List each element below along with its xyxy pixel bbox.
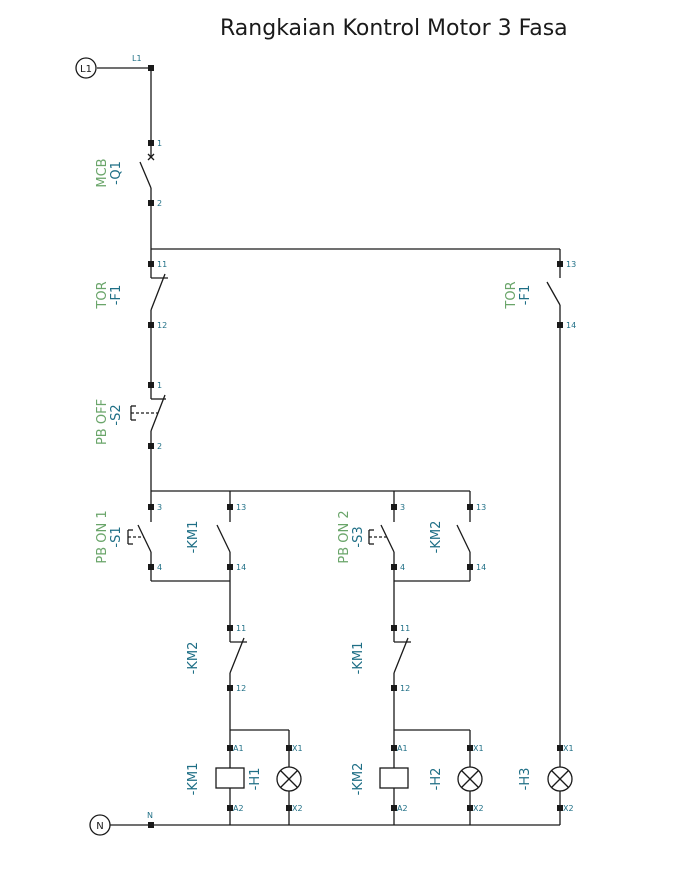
km2-nc-tag-label: -KM2 — [186, 642, 201, 675]
pushbutton-off-s2 — [130, 385, 166, 446]
pushbutton-on-s1 — [127, 507, 152, 567]
f1-function-label: TOR — [95, 281, 110, 309]
pin-label: 12 — [157, 321, 167, 330]
km1-coil-tag-label: -KM1 — [186, 763, 201, 796]
km1-no-tag-label: -KM1 — [186, 521, 201, 554]
h2-tag-label: -H2 — [429, 768, 444, 791]
pin-label: X1 — [473, 744, 484, 753]
f1-function-label: TOR — [504, 281, 519, 309]
pin-label: 13 — [566, 260, 576, 269]
pin-label: A2 — [233, 804, 244, 813]
pin-label: 11 — [400, 624, 410, 633]
indicator-lamp-h2 — [457, 766, 483, 792]
s1-tag-label: -S1 — [109, 526, 124, 547]
km1-nc-tag-label: -KM1 — [351, 642, 366, 675]
km2-no-holding-contact — [456, 507, 471, 567]
diagram-title: Rangkaian Kontrol Motor 3 Fasa — [220, 16, 568, 41]
s3-function-label: PB ON 2 — [337, 510, 352, 563]
indicator-lamp-h1 — [276, 766, 302, 792]
pin-label: 4 — [157, 563, 162, 572]
pin-label: 2 — [157, 199, 162, 208]
neutral-terminal-n: N — [89, 814, 111, 836]
f1-tag-label: -F1 — [109, 285, 124, 305]
pin-label: 11 — [236, 624, 246, 633]
pin-label: A1 — [397, 744, 408, 753]
pin-label: 14 — [566, 321, 576, 330]
neutral-terminal-label: N — [96, 821, 103, 832]
q1-tag-label: -Q1 — [109, 161, 124, 185]
pin-label: X2 — [292, 804, 303, 813]
km1-contactor-coil — [215, 767, 245, 789]
pin-label: 13 — [236, 503, 246, 512]
pin-label: 2 — [157, 442, 162, 451]
pin-label: 3 — [157, 503, 162, 512]
component-labels: MCB -Q1 TOR -F1 TOR -F1 PB OFF -S2 PB ON… — [95, 158, 533, 795]
pin-label: X1 — [563, 744, 574, 753]
pin-label: A1 — [233, 744, 244, 753]
pin-label: A2 — [397, 804, 408, 813]
pin-label: 12 — [400, 684, 410, 693]
pin-label: X2 — [563, 804, 574, 813]
pin-label: 1 — [157, 381, 162, 390]
f1-tag-label: -F1 — [518, 285, 533, 305]
line-terminal-l1: L1 — [75, 57, 97, 79]
pin-label: 1 — [157, 139, 162, 148]
indicator-lamp-h3 — [547, 766, 573, 792]
overload-no-contact-f1 — [546, 264, 561, 325]
wiring — [97, 67, 561, 826]
pin-label: 13 — [476, 503, 486, 512]
pin-label: 4 — [400, 563, 405, 572]
pin-label: 12 — [236, 684, 246, 693]
overload-nc-contact-f1 — [150, 264, 168, 325]
pin-labels: L1 N 1 2 11 12 13 14 1 2 3 4 13 14 3 4 1… — [132, 54, 576, 820]
s2-function-label: PB OFF — [95, 399, 110, 445]
km2-coil-tag-label: -KM2 — [351, 763, 366, 796]
pin-label: 14 — [236, 563, 246, 572]
km2-no-tag-label: -KM2 — [429, 521, 444, 554]
mcb-q1 — [139, 143, 155, 203]
pin-label: 11 — [157, 260, 167, 269]
pin-label: 14 — [476, 563, 486, 572]
h3-tag-label: -H3 — [518, 768, 533, 791]
pin-label: X1 — [292, 744, 303, 753]
s2-tag-label: -S2 — [109, 404, 124, 425]
q1-function-label: MCB — [95, 158, 110, 187]
h1-tag-label: -H1 — [248, 768, 263, 791]
pin-label: 3 — [400, 503, 405, 512]
km1-no-holding-contact — [216, 507, 231, 567]
pin-label: N — [147, 811, 153, 820]
pin-label: L1 — [132, 54, 142, 63]
km2-nc-interlock-contact — [229, 628, 247, 688]
s3-tag-label: -S3 — [351, 526, 366, 547]
km2-contactor-coil — [379, 767, 409, 789]
pin-label: X2 — [473, 804, 484, 813]
pushbutton-on-s3 — [368, 507, 395, 567]
s1-function-label: PB ON 1 — [95, 510, 110, 563]
line-terminal-label: L1 — [80, 64, 92, 75]
connection-points — [148, 65, 563, 828]
km1-nc-interlock-contact — [393, 628, 411, 688]
